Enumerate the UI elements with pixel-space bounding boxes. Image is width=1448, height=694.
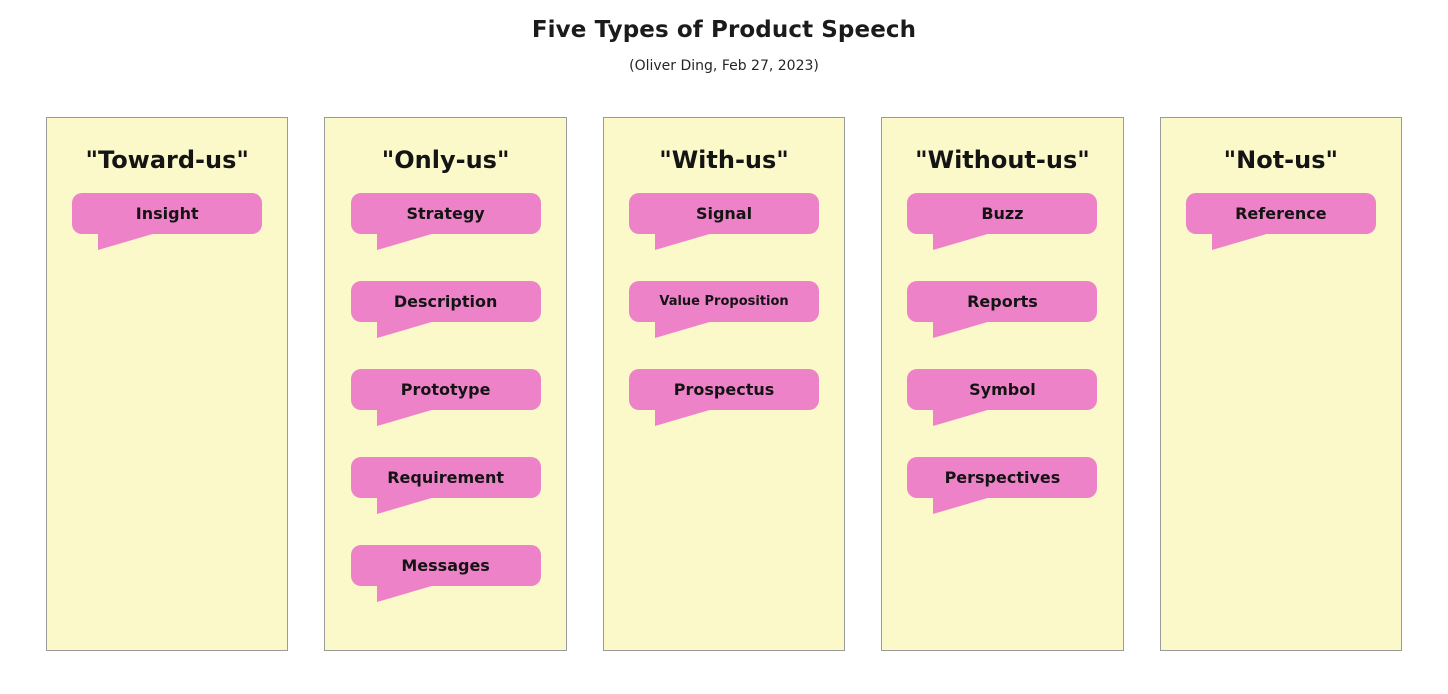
page-subtitle: (Oliver Ding, Feb 27, 2023) [629, 58, 819, 74]
speech-bubble-tail-icon [933, 321, 992, 338]
speech-bubble[interactable]: Requirement [350, 457, 541, 514]
speech-bubble[interactable]: Strategy [350, 193, 541, 250]
speech-bubble-list: Reference [1161, 193, 1401, 281]
speech-category-card-5: "Not-us" Reference [1159, 117, 1403, 651]
speech-bubble-tail-icon [933, 409, 992, 426]
speech-bubble[interactable]: Reference [1185, 193, 1376, 250]
speech-bubble-label: Value Proposition [659, 293, 789, 309]
speech-bubble-tail-icon [655, 233, 714, 250]
speech-bubble-tail-icon [933, 233, 992, 250]
speech-bubble[interactable]: Value Proposition [629, 281, 820, 338]
speech-bubble-slot: Messages [325, 545, 565, 633]
speech-bubble-tail-icon [376, 321, 435, 338]
speech-bubble-label: Prototype [400, 379, 491, 399]
speech-bubble-slot: Prototype [325, 369, 565, 457]
speech-bubble[interactable]: Signal [629, 193, 820, 250]
speech-bubble[interactable]: Description [350, 281, 541, 338]
speech-bubble-tail-icon [655, 409, 714, 426]
speech-bubble-slot: Description [325, 281, 565, 369]
speech-bubble-slot: Perspectives [882, 457, 1122, 545]
speech-bubble-slot: Requirement [325, 457, 565, 545]
speech-bubble-slot: Reports [882, 281, 1122, 369]
speech-bubble[interactable]: Prospectus [629, 369, 820, 426]
speech-bubble-slot: Prospectus [604, 369, 844, 457]
speech-bubble-slot: Symbol [882, 369, 1122, 457]
speech-bubble-label: Reference [1235, 203, 1327, 223]
speech-bubble-slot: Value Proposition [604, 281, 844, 369]
speech-bubble[interactable]: Messages [350, 545, 541, 602]
speech-bubble-tail-icon [376, 497, 435, 514]
category-title: "Only-us" [381, 146, 510, 174]
speech-bubble[interactable]: Symbol [907, 369, 1098, 426]
speech-bubble-list: Insight [47, 193, 287, 281]
speech-bubble-tail-icon [655, 321, 714, 338]
speech-bubble-tail-icon [98, 233, 157, 250]
speech-bubble-tail-icon [1211, 233, 1270, 250]
speech-bubble-tail-icon [376, 233, 435, 250]
category-title: "Toward-us" [85, 146, 249, 174]
speech-bubble-tail-icon [933, 497, 992, 514]
category-title: "Not-us" [1223, 146, 1339, 174]
speech-bubble[interactable]: Buzz [907, 193, 1098, 250]
speech-bubble-tail-icon [376, 585, 435, 602]
speech-bubble-slot: Buzz [882, 193, 1122, 281]
speech-bubble[interactable]: Perspectives [907, 457, 1098, 514]
speech-bubble-slot: Signal [604, 193, 844, 281]
speech-bubble-label: Signal [695, 203, 753, 223]
speech-bubble-label: Messages [401, 555, 490, 575]
speech-bubble-tail-icon [376, 409, 435, 426]
title-block: Five Types of Product Speech (Oliver Din… [0, 16, 1448, 76]
speech-bubble-slot: Reference [1161, 193, 1401, 281]
speech-bubble-label: Strategy [406, 203, 485, 223]
speech-bubble[interactable]: Insight [72, 193, 263, 250]
speech-bubble[interactable]: Prototype [350, 369, 541, 426]
speech-bubble-slot: Strategy [325, 193, 565, 281]
speech-category-card-1: "Toward-us" Insight [46, 117, 289, 651]
speech-bubble-slot: Insight [47, 193, 287, 281]
speech-bubble-label: Prospectus [673, 379, 775, 399]
speech-bubble-label: Reports [967, 291, 1038, 311]
speech-bubble[interactable]: Reports [907, 281, 1098, 338]
speech-bubble-label: Requirement [387, 467, 505, 487]
speech-bubble-label: Symbol [969, 379, 1036, 399]
speech-bubble-label: Insight [135, 203, 199, 223]
category-title: "Without-us" [915, 146, 1090, 174]
page-title: Five Types of Product Speech [531, 17, 917, 43]
speech-bubble-label: Perspectives [944, 467, 1061, 487]
speech-bubble-label: Description [393, 291, 498, 311]
speech-bubble-label: Buzz [981, 203, 1024, 223]
category-title: "With-us" [659, 146, 789, 174]
